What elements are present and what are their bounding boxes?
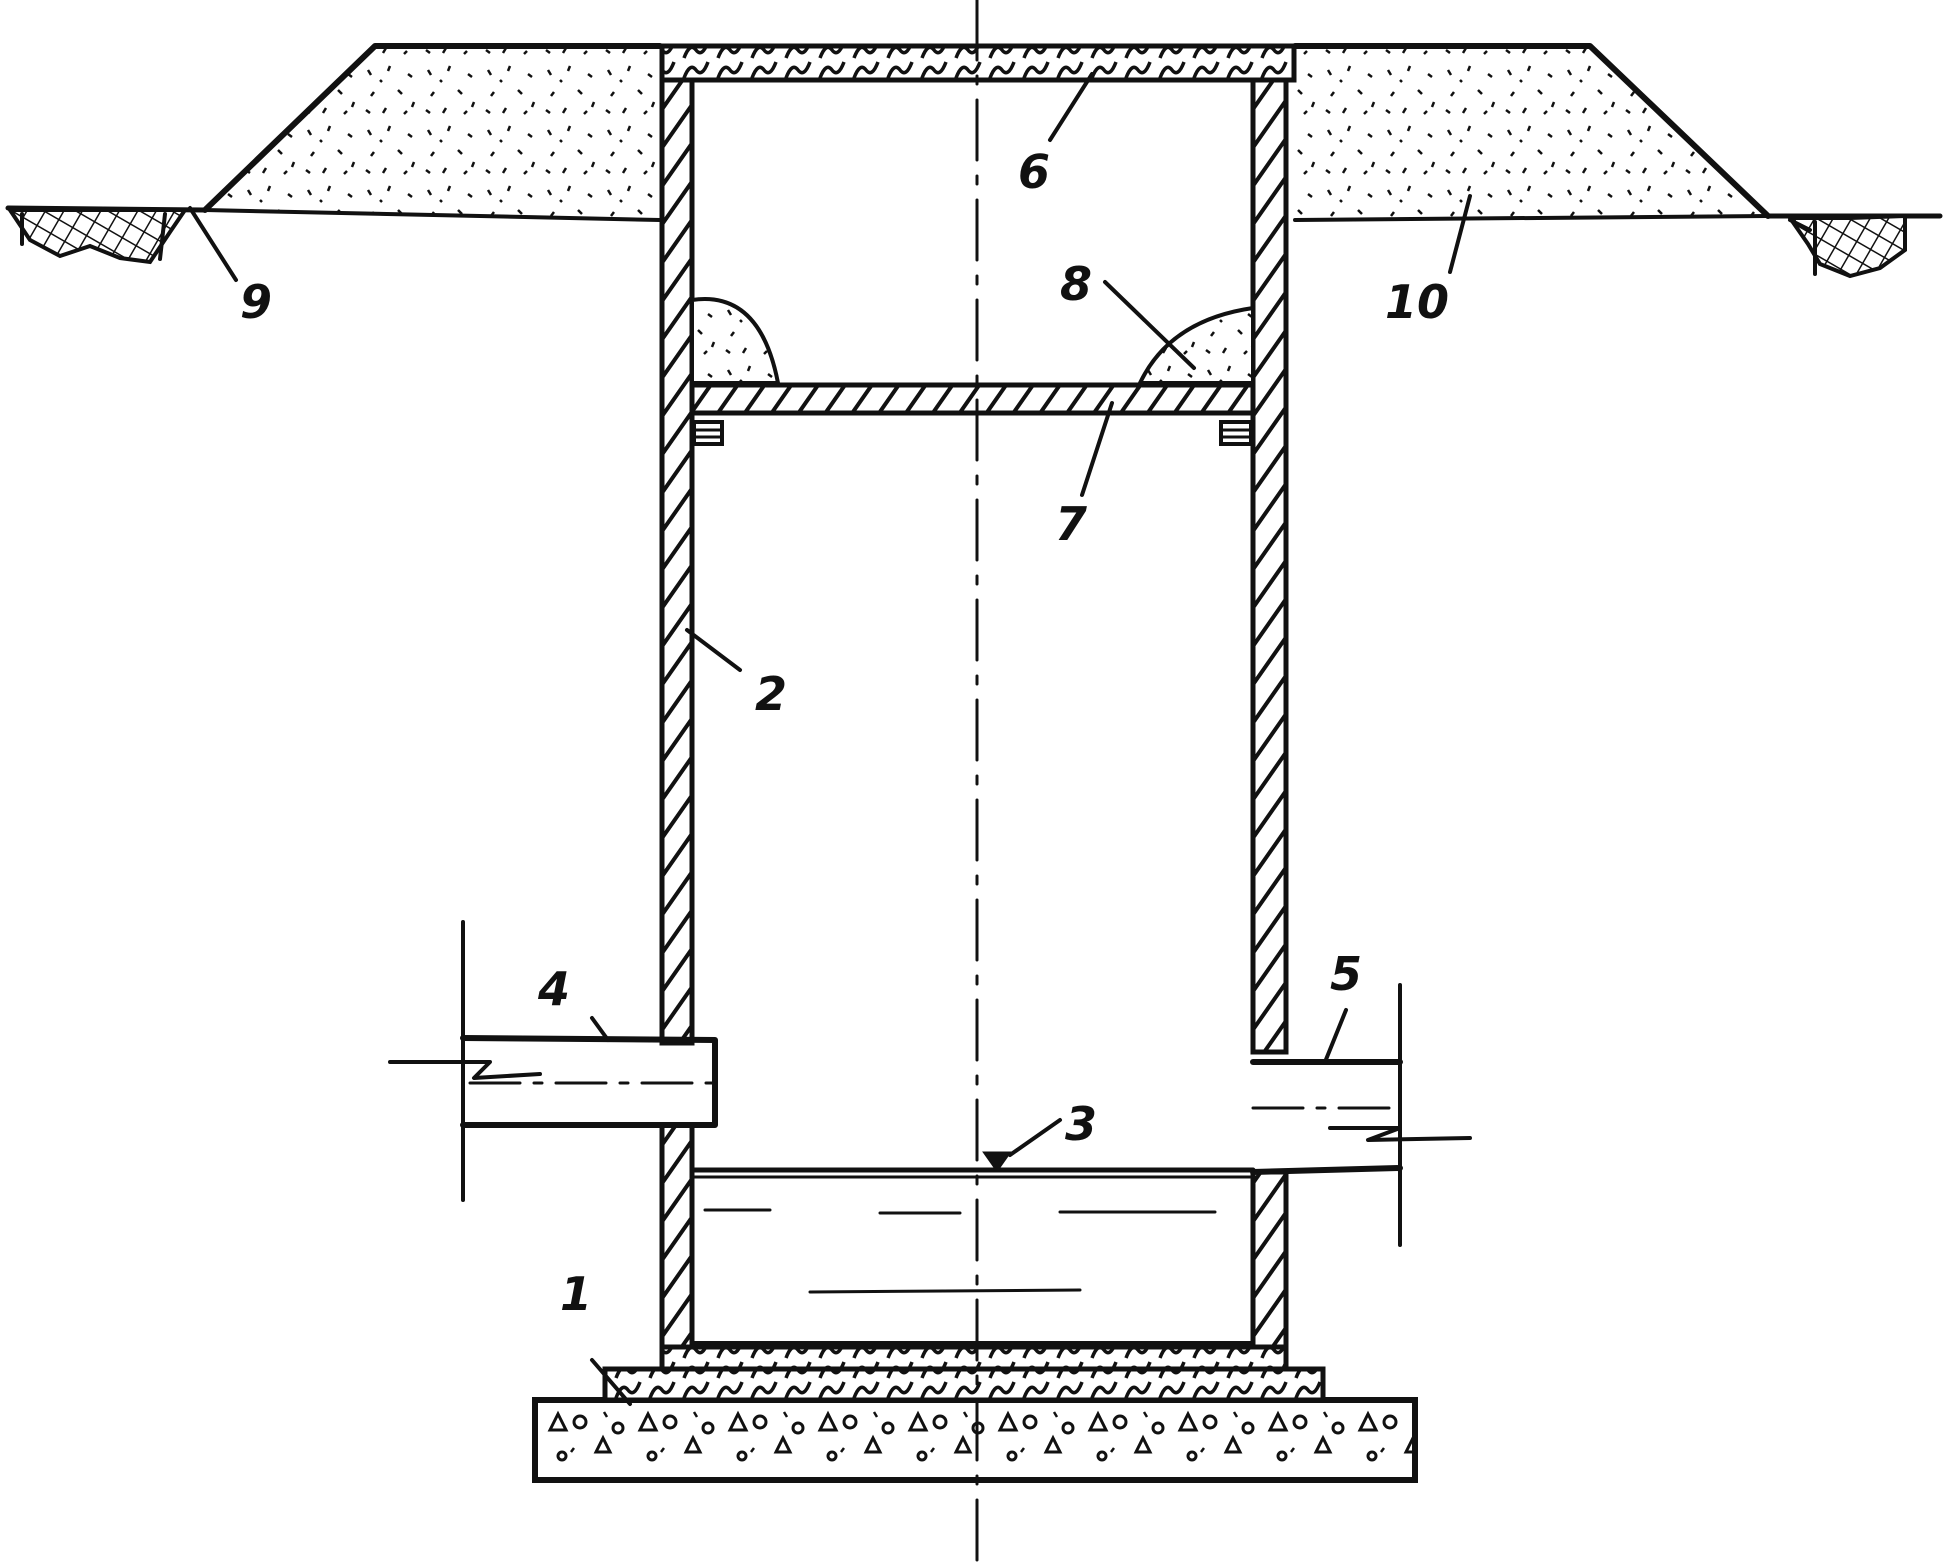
callout-2: 2 bbox=[755, 667, 787, 721]
gravel-base bbox=[532, 1397, 1418, 1483]
callout-7: 7 bbox=[1055, 497, 1087, 551]
callout-3: 3 bbox=[1065, 1097, 1097, 1151]
well-wall-right bbox=[1250, 77, 1289, 1350]
callout-5: 5 bbox=[1330, 947, 1362, 1001]
concrete-foundation-slab bbox=[602, 1366, 1326, 1403]
callout-10: 10 bbox=[1385, 275, 1449, 329]
well-bottom bbox=[659, 1341, 1289, 1372]
intermediate-slab bbox=[689, 382, 1256, 446]
callout-1: 1 bbox=[560, 1267, 592, 1321]
soil-mound-right bbox=[1292, 43, 1771, 222]
insulation-mound-left bbox=[690, 297, 781, 385]
water-level bbox=[689, 1151, 1256, 1294]
inlet-pipe bbox=[388, 920, 718, 1202]
water-level-marker-icon bbox=[982, 1151, 1012, 1173]
callout-6: 6 bbox=[1018, 145, 1050, 199]
soil-mound-left bbox=[202, 43, 663, 222]
callout-4: 4 bbox=[537, 962, 570, 1016]
ground-surface bbox=[5, 205, 1943, 279]
callout-8: 8 bbox=[1060, 257, 1092, 311]
callout-9: 9 bbox=[240, 275, 272, 329]
leader-lines bbox=[188, 72, 1472, 1406]
callout-labels: 1 2 3 4 5 6 7 8 9 10 bbox=[240, 145, 1449, 1321]
insulation-mound-right bbox=[1136, 305, 1255, 385]
well-wall-left bbox=[659, 77, 695, 1350]
